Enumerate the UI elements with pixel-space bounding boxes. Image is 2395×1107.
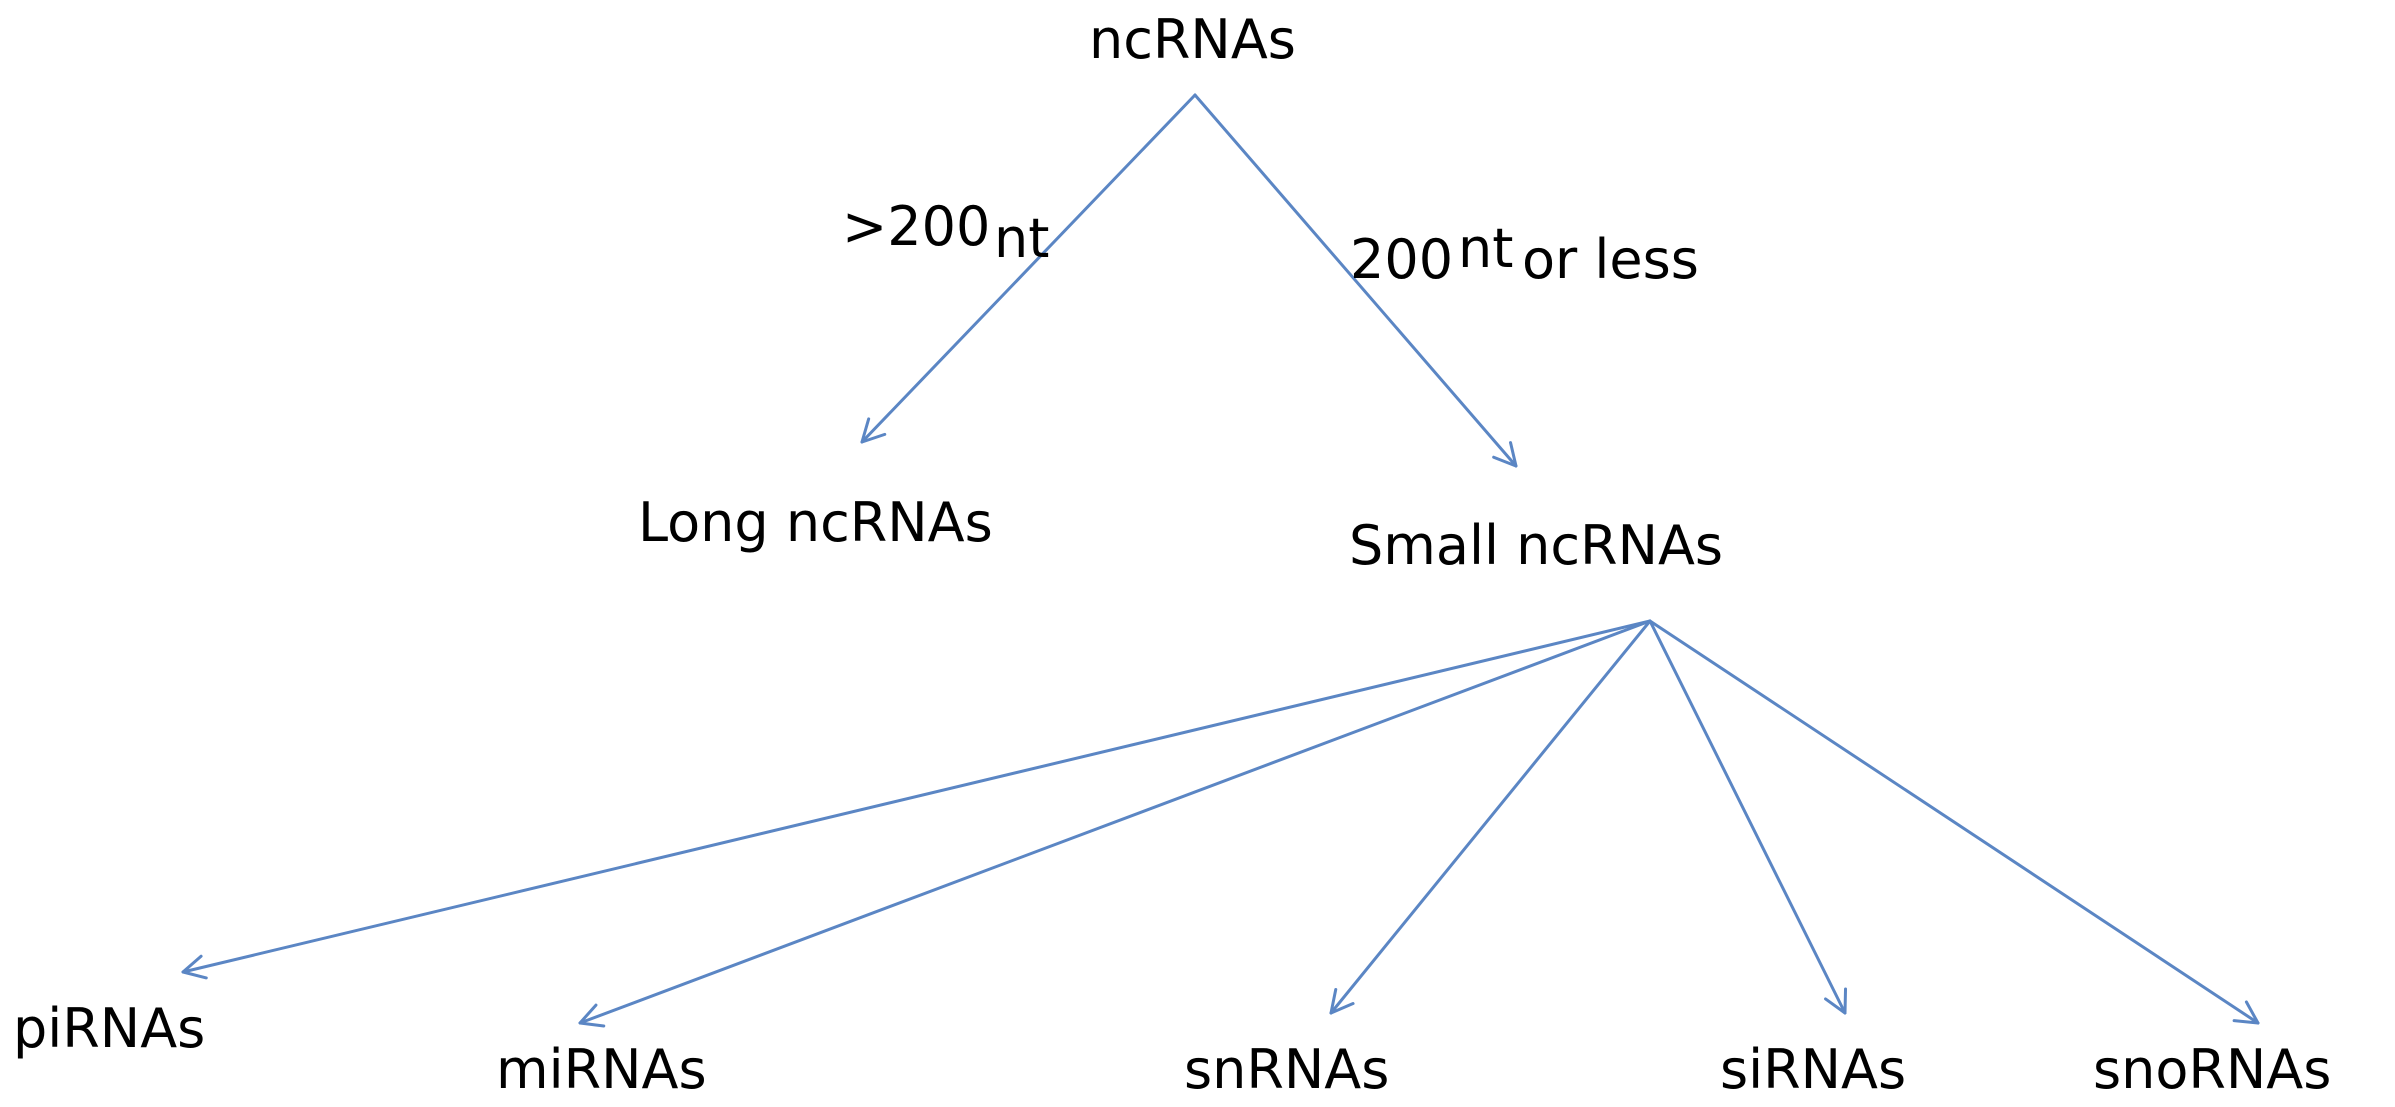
arrow-small-to-snrnas [1329,619,1652,1015]
node-long-ncrnas: Long ncRNAs [638,491,993,554]
node-sirnas: siRNAs [1720,1038,1907,1101]
arrow-root-to-long [860,93,1197,444]
arrow-small-to-mirnas [578,619,1652,1028]
edge-label-long-size: >200 [842,195,991,258]
arrow-small-to-pirnas [181,619,1652,980]
node-ncrnas: ncRNAs [1089,8,1296,71]
node-small-ncrnas: Small ncRNAs [1349,514,1724,577]
node-pirnas: piRNAs [13,997,206,1060]
arrow-small-to-snornas [1648,619,2260,1025]
edge-label-small-suffix: or less [1522,228,1699,291]
node-mirnas: miRNAs [496,1038,707,1101]
node-snornas: snoRNAs [2093,1038,2332,1101]
edge-label-small-unit: nt [1458,217,1514,280]
node-snrnas: snRNAs [1184,1038,1390,1101]
edge-label-long-unit: nt [994,207,1050,270]
arrow-root-to-small [1193,93,1518,468]
edge-label-small-size: 200 [1350,228,1454,291]
arrow-small-to-sirnas [1648,619,1848,1015]
